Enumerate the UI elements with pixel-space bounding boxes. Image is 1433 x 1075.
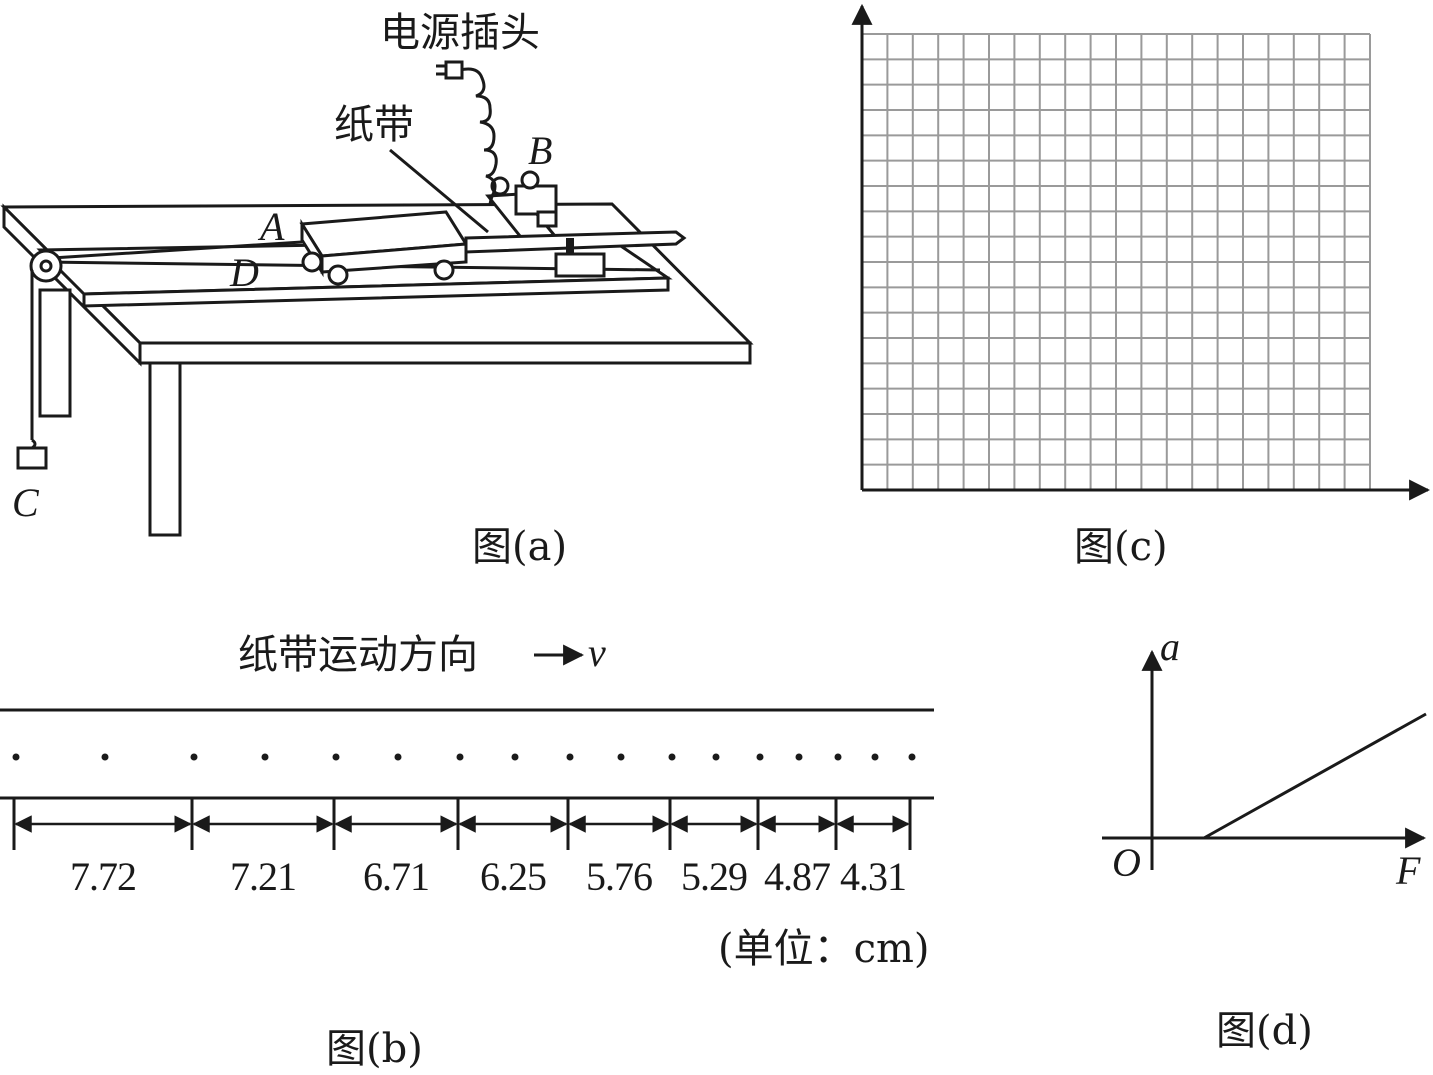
tape-dot: [394, 753, 402, 761]
tape-dot: [511, 753, 519, 761]
timer-body: [514, 184, 558, 216]
segment-value: 4.31: [840, 854, 906, 899]
string: [51, 240, 303, 260]
weight-c: [16, 446, 48, 470]
segment-value: 6.25: [480, 854, 546, 899]
plug-body: [444, 60, 464, 80]
segment-value: 5.29: [681, 854, 747, 899]
grid-lines: [861, 33, 1371, 491]
tape-dot: [834, 753, 842, 761]
table-front-edge: [138, 341, 752, 365]
label-power-plug: 电源插头: [380, 10, 540, 56]
segment-value: 5.76: [586, 854, 652, 899]
cart-front: [320, 242, 468, 274]
caption-a: 图(a): [472, 524, 567, 570]
tape-dot: [795, 753, 803, 761]
timer-clip: [536, 210, 558, 228]
velocity-symbol: v: [588, 630, 606, 675]
label-D: D: [229, 250, 259, 295]
pulley-axle: [39, 259, 53, 273]
table-leg-front: [148, 361, 182, 537]
d-y-axis-label: a: [1160, 624, 1180, 669]
segment-value: 4.87: [764, 854, 830, 899]
tape-dot: [332, 753, 340, 761]
label-A: A: [257, 204, 285, 249]
tape-dot: [12, 753, 20, 761]
tape-dot: [456, 753, 464, 761]
label-B: B: [528, 128, 552, 173]
cart-wheel: [327, 264, 349, 286]
caption-d: 图(d): [1216, 1008, 1313, 1054]
paper-tape: [464, 230, 687, 254]
tape-dot: [756, 753, 764, 761]
figure-a-apparatus: 电源插头 纸带 B A D C 图(a): [0, 10, 754, 570]
segment-value: 7.72: [70, 854, 136, 899]
tape-marker: [566, 238, 574, 254]
table-leg-back: [38, 288, 72, 418]
timer-stop-block: [554, 252, 606, 278]
tape-dot: [566, 753, 574, 761]
unit-label: (单位：cm): [718, 926, 930, 972]
tape-dot: [617, 753, 625, 761]
figure-c-grid: 图(c): [851, 3, 1431, 570]
cart-wheel: [433, 259, 455, 281]
d-graph-line: [1203, 712, 1427, 840]
caption-b: 图(b): [326, 1026, 423, 1072]
tape-dot: [871, 753, 879, 761]
tape-dot: [190, 753, 198, 761]
tape-dot: [712, 753, 720, 761]
d-origin-label: O: [1112, 840, 1141, 885]
label-C: C: [12, 480, 40, 525]
tape-dot: [101, 753, 109, 761]
track-front-edge: [82, 276, 670, 308]
timer-knob: [520, 170, 540, 190]
label-paper-tape: 纸带: [334, 102, 414, 148]
d-x-axis-label: F: [1395, 848, 1421, 893]
tape-direction-text: 纸带运动方向: [238, 632, 478, 678]
tape-dot: [908, 753, 916, 761]
tape-leader-line: [389, 148, 489, 234]
cart-wheel: [301, 251, 323, 273]
tape-ticks: [12, 798, 912, 850]
tape-dot: [261, 753, 269, 761]
caption-c: 图(c): [1074, 524, 1168, 570]
tape-dots: [12, 753, 916, 761]
segment-value: 6.71: [363, 854, 429, 899]
figure-d-graph: a F O 图(d): [1102, 624, 1427, 1054]
segment-value: 7.21: [230, 854, 296, 899]
tape-dot: [668, 753, 676, 761]
pulley: [29, 249, 63, 283]
power-cord: [459, 67, 498, 207]
